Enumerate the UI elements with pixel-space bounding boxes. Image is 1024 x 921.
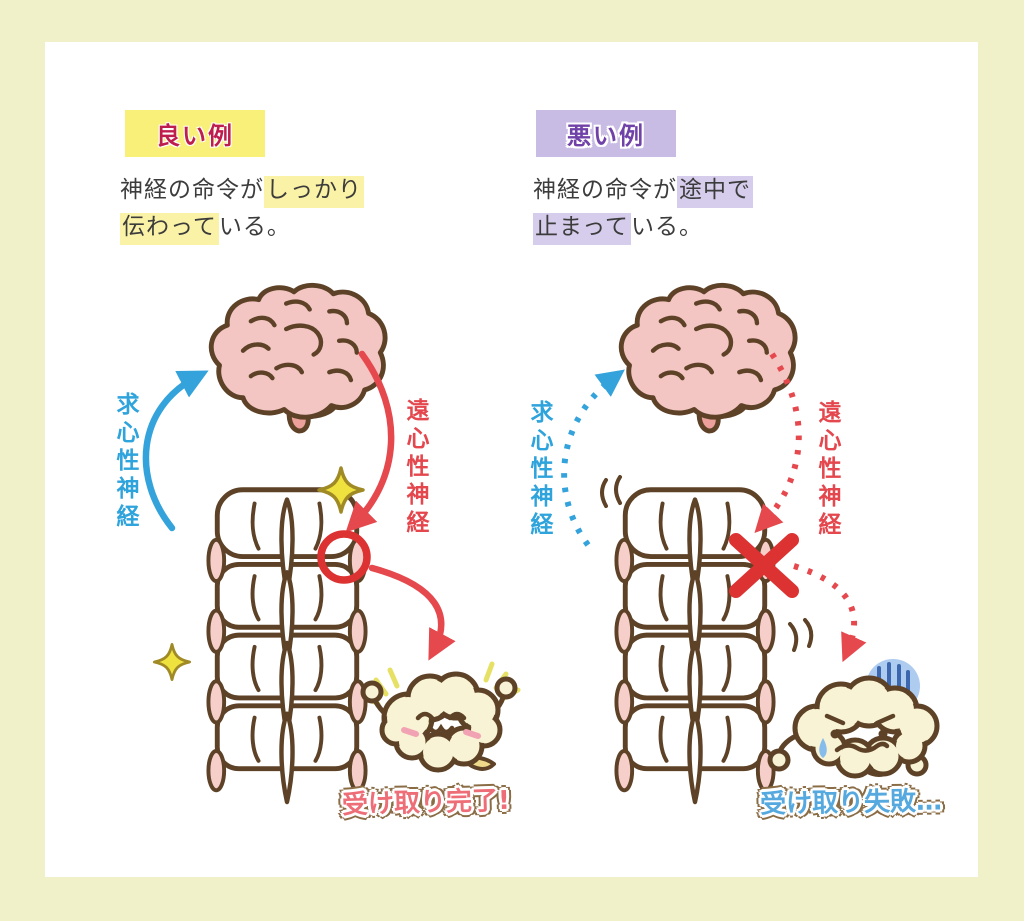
spinous-processes — [279, 497, 295, 805]
bad-desc-highlight-1: 途中で — [677, 176, 753, 208]
vertebra-details — [658, 501, 732, 763]
bad-desc-plain-2: いる。 — [630, 214, 703, 240]
bad-example-description: 神経の命令が途中で 止まっている。 — [533, 172, 753, 246]
good-description-line2: 伝わっている。 — [120, 209, 364, 246]
bad-description-line1: 神経の命令が途中で — [533, 172, 753, 209]
brain-illustration-bad — [618, 282, 798, 434]
blush-marks — [401, 727, 481, 739]
muscle-character-happy — [360, 661, 521, 773]
sad-face — [819, 713, 896, 758]
bad-example-badge-label: 悪い例 — [567, 122, 645, 150]
brain-outline — [208, 282, 388, 420]
bad-afferent-nerve-label: 求心性神経 — [526, 400, 552, 540]
spine-illustration-bad — [614, 487, 776, 805]
good-desc-plain-1: 神経の命令が — [120, 177, 264, 203]
brain-outline — [618, 282, 798, 420]
good-result-text: 受け取り完了! — [341, 785, 511, 821]
good-description-line1: 神経の命令がしっかり — [120, 172, 364, 209]
good-desc-plain-2: いる。 — [218, 214, 291, 240]
bad-desc-plain-1: 神経の命令が — [533, 177, 677, 203]
spinous-processes — [687, 497, 703, 805]
happy-face — [415, 711, 467, 735]
bad-desc-highlight-2: 止まって — [533, 213, 631, 245]
muscle-character-sad — [767, 659, 940, 779]
brain-folds — [240, 299, 359, 383]
brain-illustration-good — [208, 282, 388, 434]
good-example-badge: 良い例 — [125, 110, 265, 157]
good-afferent-nerve-label: 求心性神経 — [112, 392, 138, 532]
bad-efferent-nerve-label: 遠心性神経 — [814, 400, 840, 540]
good-desc-highlight-1: しっかり — [264, 176, 364, 208]
tear-icon — [819, 738, 827, 758]
good-example-description: 神経の命令がしっかり 伝わっている。 — [120, 172, 364, 246]
bad-example-badge: 悪い例 — [536, 110, 676, 157]
bad-result-text: 受け取り失敗… — [759, 786, 943, 820]
good-efferent-nerve-label: 遠心性神経 — [402, 398, 428, 538]
good-example-badge-label: 良い例 — [156, 122, 234, 150]
good-desc-highlight-2: 伝わって — [120, 213, 219, 245]
fluffy-body-fill — [798, 681, 934, 773]
bad-description-line2: 止まっている。 — [533, 209, 753, 246]
